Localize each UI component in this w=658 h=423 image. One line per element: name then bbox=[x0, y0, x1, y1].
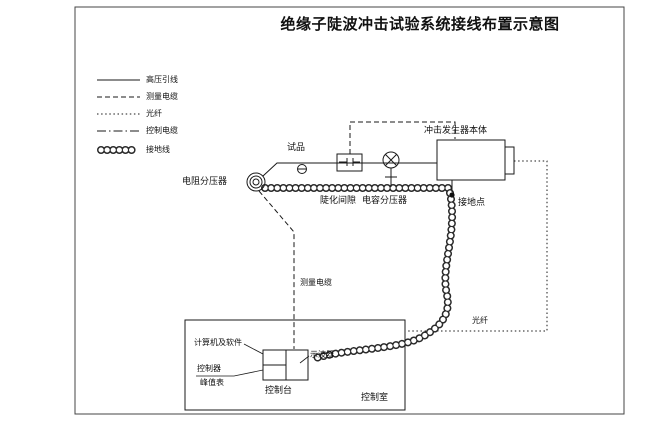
label-impulse-generator: 冲击发生器本体 bbox=[424, 126, 488, 136]
legend-label-fiber: 光纤 bbox=[146, 109, 162, 118]
label-control-room: 控制室 bbox=[361, 393, 389, 403]
label-resistive-divider: 电阻分压器 bbox=[182, 177, 228, 187]
legend-label-hv-lead: 高压引线 bbox=[146, 75, 178, 84]
hv-lead-line bbox=[262, 162, 437, 177]
resistive-divider-symbol bbox=[246, 172, 266, 192]
optical-fiber-line bbox=[406, 160, 548, 332]
label-measurement-cable: 测量电缆 bbox=[300, 278, 332, 287]
measurement-cable-line bbox=[258, 190, 295, 349]
label-computer-software: 计算机及软件 bbox=[194, 338, 242, 347]
diagram-border bbox=[74, 6, 625, 415]
legend-label-control-cable: 控制电缆 bbox=[146, 126, 178, 135]
diagram-title: 绝缘子陡波冲击试验系统接线布置示意图 bbox=[280, 15, 560, 33]
label-peak-meter: 峰值表 bbox=[200, 378, 224, 387]
legend-samples bbox=[97, 79, 141, 154]
steepening-gap-symbol bbox=[336, 153, 363, 172]
control-room-box bbox=[184, 319, 406, 411]
label-control-console: 控制台 bbox=[265, 386, 293, 396]
label-ground-point: 接地点 bbox=[458, 198, 486, 208]
label-specimen: 试品 bbox=[287, 143, 306, 153]
ground-point-dot bbox=[449, 192, 455, 198]
impulse-generator-box bbox=[436, 139, 515, 192]
legend-label-ground-wire: 接地线 bbox=[146, 145, 170, 154]
console-box bbox=[262, 349, 309, 381]
legend-label-measure-cable: 测量电缆 bbox=[146, 92, 178, 101]
label-capacitive-divider: 电容分压器 bbox=[362, 196, 408, 206]
trigger-cable-line bbox=[349, 121, 456, 154]
label-oscilloscope: 示波器 bbox=[310, 350, 334, 359]
label-steepening-gap: 陡化间隙 bbox=[320, 196, 357, 206]
label-controller: 控制器 bbox=[197, 364, 221, 373]
label-optical-fiber: 光纤 bbox=[472, 316, 488, 325]
specimen-symbol bbox=[297, 164, 307, 174]
capacitive-divider-symbol bbox=[382, 151, 400, 187]
label-leader-lines bbox=[196, 343, 310, 377]
